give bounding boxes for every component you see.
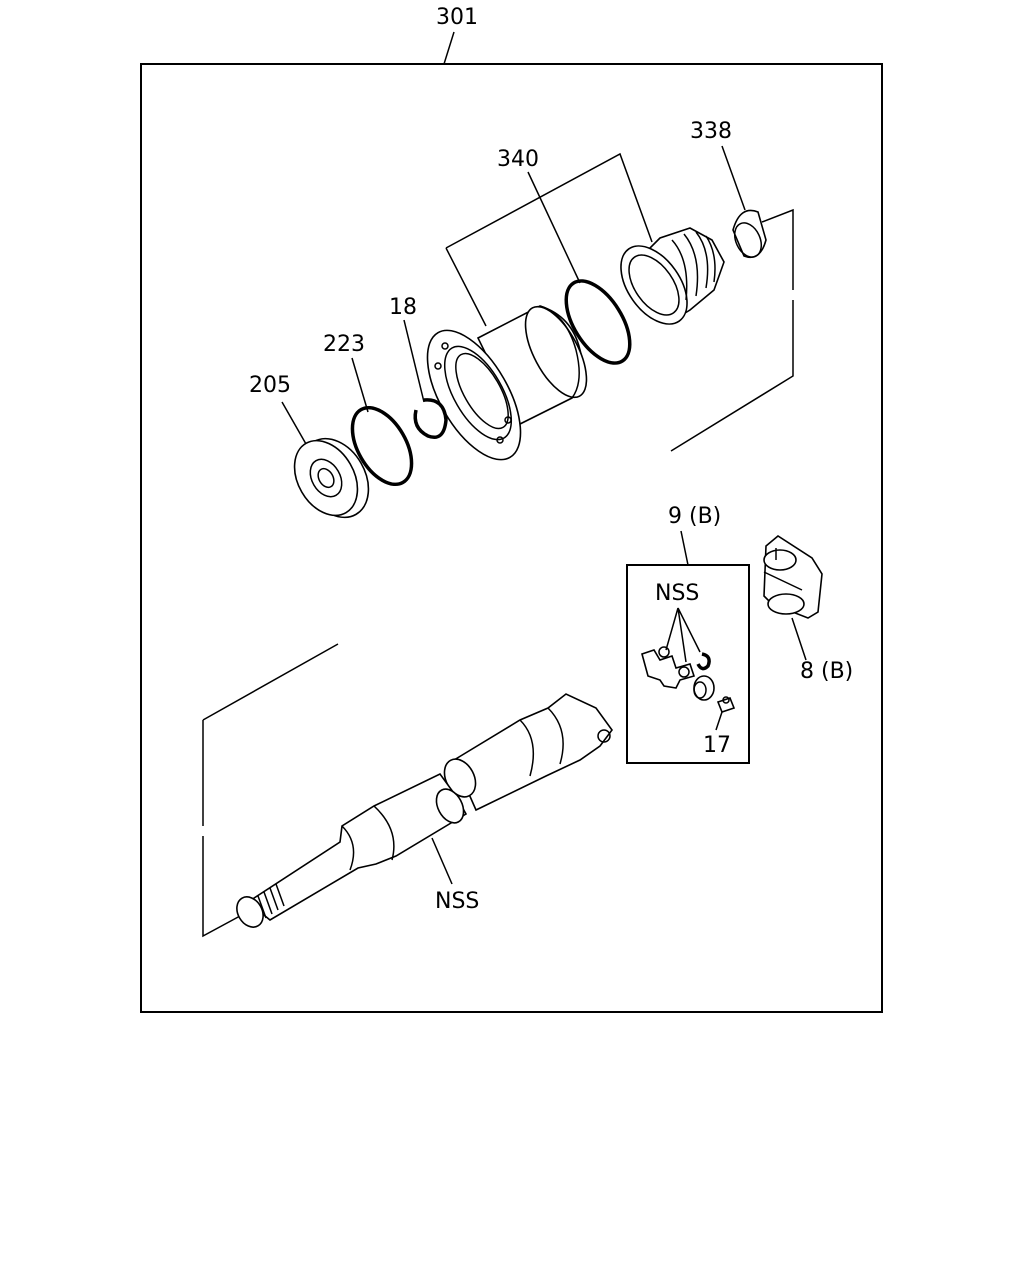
lower-group-bracket <box>202 643 339 938</box>
kit-snap-ring <box>696 652 711 671</box>
center-bearing <box>293 437 370 519</box>
leader-shaft-nss <box>431 837 453 885</box>
flange-yoke <box>763 535 823 619</box>
small-o-ring <box>350 405 414 487</box>
large-o-ring <box>564 279 632 365</box>
callout-shaft-nss: NSS <box>435 889 479 914</box>
callout-kit-nss: NSS <box>655 581 699 606</box>
leader-338 <box>721 145 746 211</box>
leader-223 <box>351 357 369 413</box>
callout-338: 338 <box>690 119 732 144</box>
leader-8b <box>791 617 807 661</box>
callout-9b: 9 (B) <box>668 504 721 529</box>
callout-205: 205 <box>249 373 291 398</box>
bellows-boot <box>620 227 725 325</box>
callout-301: 301 <box>436 5 478 30</box>
slip-yoke-tube <box>443 693 613 812</box>
callout-17: 17 <box>703 733 731 758</box>
leader-18 <box>403 319 425 403</box>
callout-340: 340 <box>497 147 539 172</box>
snap-ring <box>413 398 448 439</box>
spider-kit-box <box>626 564 750 764</box>
callout-8b: 8 (B) <box>800 659 853 684</box>
leader-17 <box>715 711 723 731</box>
boot-clamp <box>732 209 767 259</box>
leader-205 <box>281 401 307 445</box>
assembly-frame <box>140 63 883 1013</box>
bearing-housing <box>426 305 588 461</box>
universal-joint-spider <box>641 646 696 689</box>
leader-kit-nss <box>665 607 701 663</box>
callout-18: 18 <box>389 295 417 320</box>
grease-fitting <box>716 696 736 713</box>
leader-301 <box>443 31 455 65</box>
splined-shaft <box>236 772 468 928</box>
leader-9b <box>680 530 689 566</box>
leader-340 <box>527 171 581 284</box>
needle-bearing-cup <box>693 675 715 701</box>
upper-group-bracket <box>445 152 794 452</box>
callout-223: 223 <box>323 332 365 357</box>
